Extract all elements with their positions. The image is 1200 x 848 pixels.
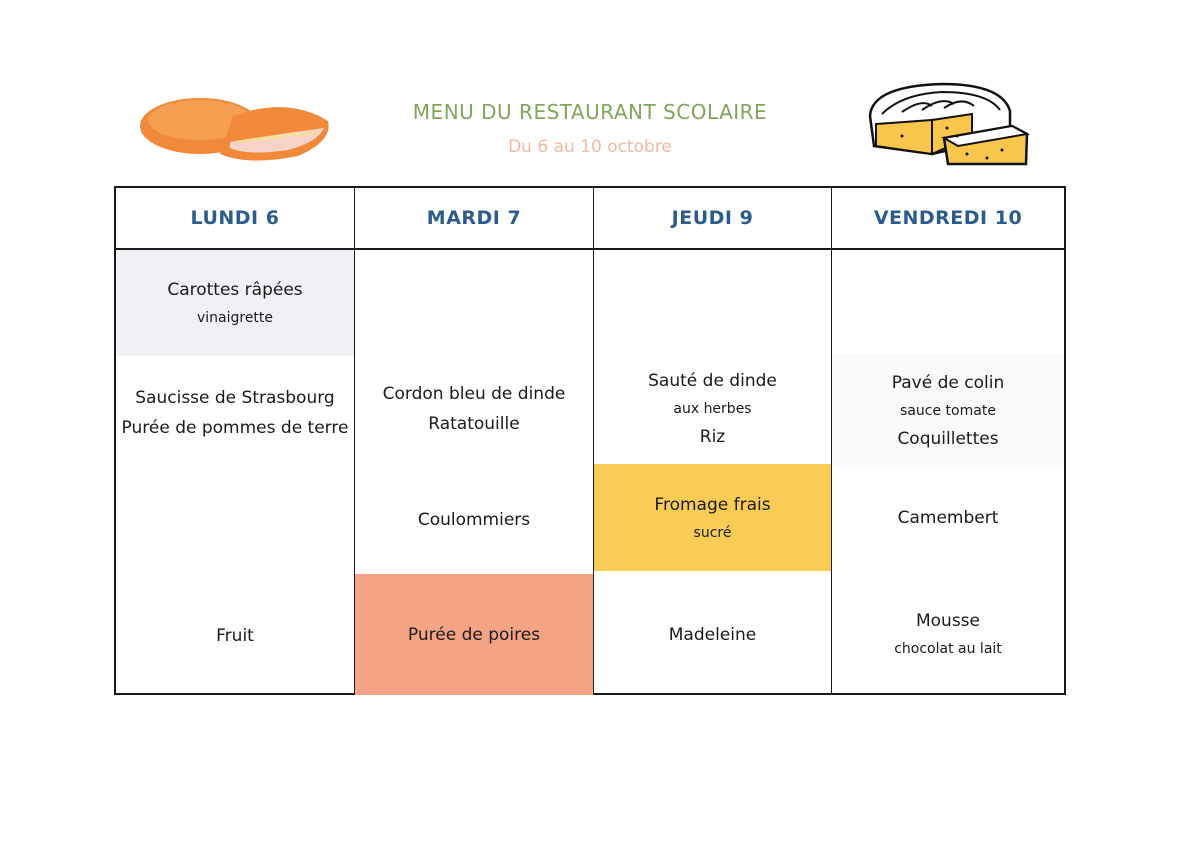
dish-name: Camembert [897, 508, 999, 528]
side-dish: Riz [699, 427, 726, 447]
dish-name: Madeleine [668, 625, 757, 645]
side-dish: Purée de pommes de terre [121, 418, 349, 438]
menu-table: LUNDI 6 Carottes râpées vinaigrette Sauc… [114, 186, 1066, 695]
dish-name: Cordon bleu de dinde [382, 384, 566, 404]
dish-name: Sauté de dinde [648, 371, 777, 391]
cheese-image [868, 82, 1031, 166]
dish-name: Mousse [915, 611, 980, 631]
day-column-vendredi: VENDREDI 10 Pavé de colin sauce tomate C… [831, 188, 1064, 693]
dessert-cell: Purée de poires [355, 574, 593, 695]
dish-name: Coulommiers [417, 510, 531, 530]
side-dish: Coquillettes [897, 429, 999, 449]
day-column-lundi: LUNDI 6 Carottes râpées vinaigrette Sauc… [116, 188, 354, 693]
dessert-cell: Fruit [116, 588, 354, 684]
day-header: MARDI 7 [355, 188, 593, 250]
dish-detail: chocolat au lait [894, 641, 1002, 657]
main-course-cell: Saucisse de Strasbourg Purée de pommes d… [116, 368, 354, 458]
main-course-cell: Sauté de dinde aux herbes Riz [594, 362, 831, 456]
dish-detail: sucré [693, 524, 732, 541]
day-header: VENDREDI 10 [832, 188, 1064, 250]
dessert-cell: Mousse chocolat au lait [832, 592, 1064, 676]
day-column-mardi: MARDI 7 Cordon bleu de dinde Ratatouille… [354, 188, 593, 695]
dish-name: Carottes râpées [167, 280, 303, 300]
dessert-cell: Madeleine [594, 600, 831, 670]
main-course-cell: Pavé de colin sauce tomate Coquillettes [832, 354, 1064, 468]
dish-name: Purée de poires [407, 624, 541, 645]
dish-name: Fromage frais [654, 494, 771, 515]
dairy-cell: Camembert [832, 486, 1064, 550]
dish-name: Saucisse de Strasbourg [135, 388, 335, 408]
dish-detail: sauce tomate [900, 403, 996, 419]
dish-detail: vinaigrette [196, 310, 274, 326]
dairy-cell: Coulommiers [355, 488, 593, 552]
day-header: JEUDI 9 [594, 188, 831, 250]
menu-title: MENU DU RESTAURANT SCOLAIRE [412, 100, 768, 124]
menu-date-range: Du 6 au 10 octobre [508, 137, 672, 157]
dish-name: Fruit [216, 626, 254, 646]
starter-cell: Carottes râpées vinaigrette [116, 250, 354, 356]
main-course-cell: Cordon bleu de dinde Ratatouille [355, 364, 593, 454]
day-header: LUNDI 6 [116, 188, 354, 250]
cordon-bleu-image [140, 98, 329, 161]
side-dish: Ratatouille [428, 414, 520, 434]
dish-detail: aux herbes [673, 401, 752, 417]
dish-name: Pavé de colin [891, 373, 1005, 393]
day-column-jeudi: JEUDI 9 Sauté de dinde aux herbes Riz Fr… [593, 188, 831, 693]
dairy-cell: Fromage frais sucré [594, 464, 831, 571]
